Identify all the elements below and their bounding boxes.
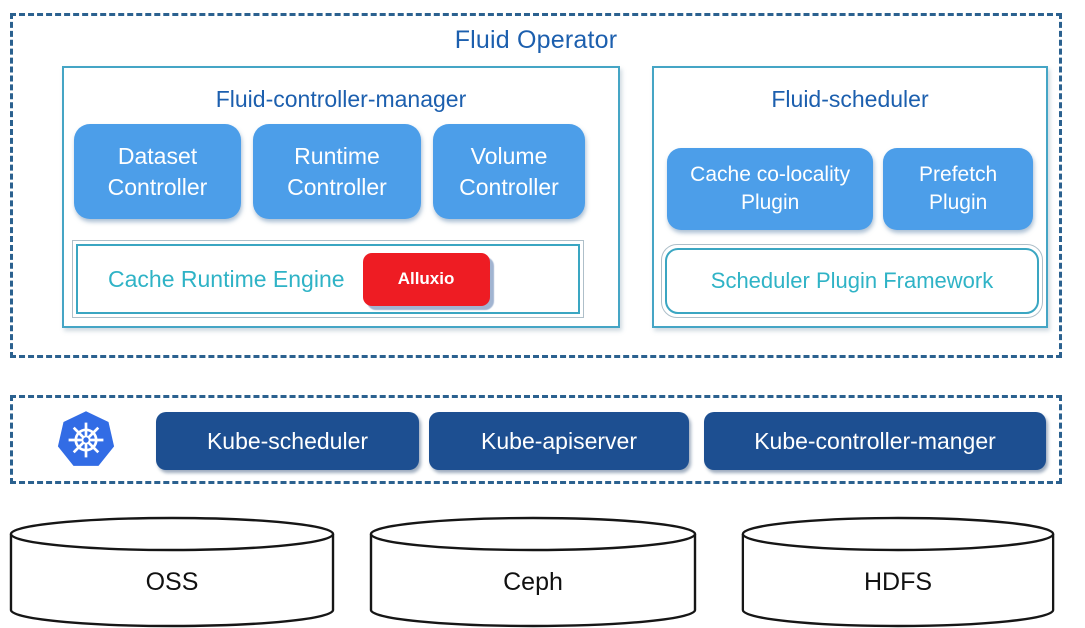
cylinder-shape: [9, 516, 335, 628]
fluid-controller-manager-panel: Fluid-controller-manager Dataset Control…: [62, 66, 620, 328]
storage-cylinder-hdfs: HDFS: [740, 516, 1056, 628]
cylinder-shape: [369, 516, 697, 628]
controllers-row: Dataset Controller Runtime Controller Vo…: [74, 124, 608, 219]
kubernetes-layer: Kube-scheduler Kube-apiserver Kube-contr…: [10, 395, 1062, 484]
dataset-controller-node: Dataset Controller: [74, 124, 241, 219]
kube-scheduler-node: Kube-scheduler: [156, 412, 419, 470]
prefetch-plugin-node: Prefetch Plugin: [883, 148, 1033, 230]
fluid-operator-title: Fluid Operator: [454, 26, 618, 54]
kube-controller-manager-node: Kube-controller-manger: [704, 412, 1046, 470]
plugins-row: Cache co-locality Plugin Prefetch Plugin: [667, 148, 1033, 230]
volume-controller-node: Volume Controller: [433, 124, 585, 219]
fluid-operator-group: Fluid Operator Fluid-controller-manager …: [10, 13, 1062, 358]
storage-label-hdfs: HDFS: [863, 568, 933, 596]
storage-label-ceph: Ceph: [503, 568, 563, 596]
cache-runtime-engine-inner: Cache Runtime Engine Alluxio: [76, 244, 580, 314]
storage-cylinder-oss: OSS: [8, 516, 336, 628]
cylinder-shape: [741, 516, 1055, 628]
fluid-scheduler-panel: Fluid-scheduler Cache co-locality Plugin…: [652, 66, 1048, 328]
storage-cylinder-ceph: Ceph: [368, 516, 698, 628]
alluxio-badge: Alluxio: [362, 252, 490, 306]
fluid-controller-manager-title: Fluid-controller-manager: [215, 86, 467, 112]
cache-runtime-engine-label: Cache Runtime Engine: [108, 265, 345, 292]
scheduler-plugin-framework-box: Scheduler Plugin Framework: [661, 244, 1043, 318]
fluid-scheduler-title: Fluid-scheduler: [771, 86, 929, 112]
kube-apiserver-node: Kube-apiserver: [429, 412, 689, 470]
kubernetes-logo-icon: [57, 411, 115, 466]
storage-label-oss: OSS: [145, 568, 199, 596]
scheduler-plugin-framework-label: Scheduler Plugin Framework: [665, 248, 1039, 314]
cache-runtime-engine-box: Cache Runtime Engine Alluxio: [72, 240, 584, 318]
runtime-controller-node: Runtime Controller: [253, 124, 421, 219]
cache-co-locality-plugin-node: Cache co-locality Plugin: [667, 148, 874, 230]
